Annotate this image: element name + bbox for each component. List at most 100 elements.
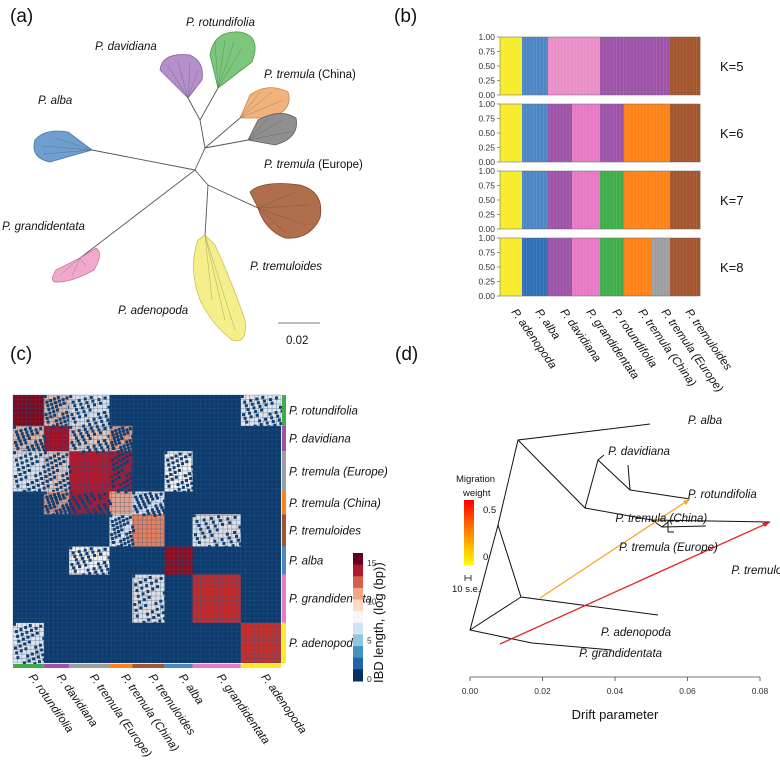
heatmap-speck <box>30 481 34 485</box>
heatmap-row-label: P. tremuloides <box>289 525 361 537</box>
heatmap-speck <box>162 499 166 503</box>
heatmap-speck <box>184 479 188 483</box>
heatmap-speck <box>128 439 132 443</box>
heatmap-speck <box>111 537 115 541</box>
heatmap-speck <box>194 533 198 537</box>
heatmap-speck <box>163 617 167 621</box>
heatmap-side-strip <box>282 395 286 426</box>
heatmap-speck <box>186 483 190 487</box>
heatmap-speck <box>116 466 120 470</box>
ibd-legend-tick: 15 <box>367 558 377 568</box>
heatmap-speck <box>82 450 86 454</box>
heatmap-speck <box>86 568 90 572</box>
heatmap-row-label: P. grandidentata <box>289 594 372 606</box>
heatmap-speck <box>43 641 47 645</box>
heatmap-speck <box>215 543 219 547</box>
heatmap-speck <box>119 483 123 487</box>
structure-block <box>624 37 653 95</box>
heatmap-block <box>69 451 110 492</box>
heatmap-speck <box>97 549 101 553</box>
heatmap-speck <box>135 589 139 593</box>
heatmap-speck <box>125 428 129 432</box>
heatmap-speck <box>29 457 33 461</box>
heatmap-speck <box>111 484 115 488</box>
heatmap-speck <box>101 449 105 453</box>
heatmap-speck <box>24 475 28 479</box>
heatmap-speck <box>33 490 37 494</box>
heatmap-speck <box>106 508 110 512</box>
heatmap-speck <box>124 490 128 494</box>
heatmap-bottom-strip <box>132 664 165 668</box>
heatmap-bottom-strip <box>192 664 241 668</box>
heatmap-speck <box>98 565 102 569</box>
heatmap-side-strip <box>282 622 286 663</box>
heatmap-speck <box>55 423 59 427</box>
heatmap-speck <box>18 644 22 648</box>
migration-edge-adenopoda-tremuloides <box>499 521 771 645</box>
structure-block <box>500 171 523 229</box>
heatmap-speck <box>213 524 217 528</box>
heatmap-speck <box>209 516 213 520</box>
heatmap-speck <box>51 466 55 470</box>
heatmap-speck <box>148 492 152 496</box>
heatmap-speck <box>112 468 116 472</box>
heatmap-speck <box>191 486 195 490</box>
heatmap-speck <box>167 484 171 488</box>
structure-block <box>600 238 625 296</box>
heatmap-speck <box>261 395 265 399</box>
heatmap-side-strip <box>282 451 286 492</box>
treemix-tip-label: P. rotundifolia <box>688 489 757 501</box>
heatmap-bottom-strip <box>240 664 281 668</box>
heatmap-speck <box>73 498 77 502</box>
heatmap-speck <box>159 599 163 603</box>
heatmap-speck <box>84 563 88 567</box>
heatmap-speck <box>42 448 46 452</box>
heatmap-speck <box>19 456 23 460</box>
heatmap-speck <box>64 488 68 492</box>
heatmap-speck <box>43 395 47 398</box>
heatmap-speck <box>38 439 42 443</box>
structure-block <box>548 238 573 296</box>
heatmap-speck <box>26 433 30 437</box>
heatmap-speck <box>97 440 101 444</box>
ibd-legend-swatch <box>353 646 363 659</box>
heatmap-speck <box>92 508 96 512</box>
heatmap-speck <box>65 396 69 400</box>
heatmap-speck <box>41 445 45 449</box>
heatmap-speck <box>82 573 86 577</box>
heatmap-speck <box>254 410 258 414</box>
heatmap-speck <box>47 501 51 505</box>
heatmap-speck <box>54 483 58 487</box>
heatmap-speck <box>119 524 123 528</box>
ibd-legend-tick: 5 <box>367 635 372 645</box>
heatmap-speck <box>147 512 151 516</box>
structure-ytick: 0.75 <box>478 248 495 258</box>
heatmap-speck <box>187 488 191 492</box>
heatmap-speck <box>278 405 282 409</box>
heatmap-speck <box>111 463 115 467</box>
structure-row-3: 1.000.750.500.250.00K=7 <box>478 166 743 234</box>
heatmap-speck <box>95 425 99 429</box>
heatmap-speck <box>126 443 130 447</box>
heatmap-speck <box>155 507 159 511</box>
heatmap-speck <box>92 432 96 436</box>
structure-ytick: 0.25 <box>478 277 495 287</box>
heatmap-speck <box>119 445 123 449</box>
heatmap-speck <box>94 447 98 451</box>
heatmap-speck <box>46 484 50 488</box>
heatmap-speck <box>45 416 49 420</box>
heatmap-row-label: P. alba <box>289 555 323 567</box>
heatmap-speck <box>210 533 214 537</box>
heatmap-speck <box>84 413 88 417</box>
heatmap-speck <box>41 653 45 657</box>
heatmap-speck <box>49 506 53 510</box>
heatmap-speck <box>122 462 126 466</box>
heatmap-speck <box>17 468 21 472</box>
heatmap-speck <box>83 397 87 401</box>
heatmap-speck <box>37 660 41 664</box>
heatmap-speck <box>197 523 201 527</box>
heatmap-speck <box>238 525 242 529</box>
clade-adenopoda <box>193 234 246 342</box>
heatmap-row-label: P. adenopoda <box>289 638 359 650</box>
heatmap-speck <box>240 529 244 533</box>
